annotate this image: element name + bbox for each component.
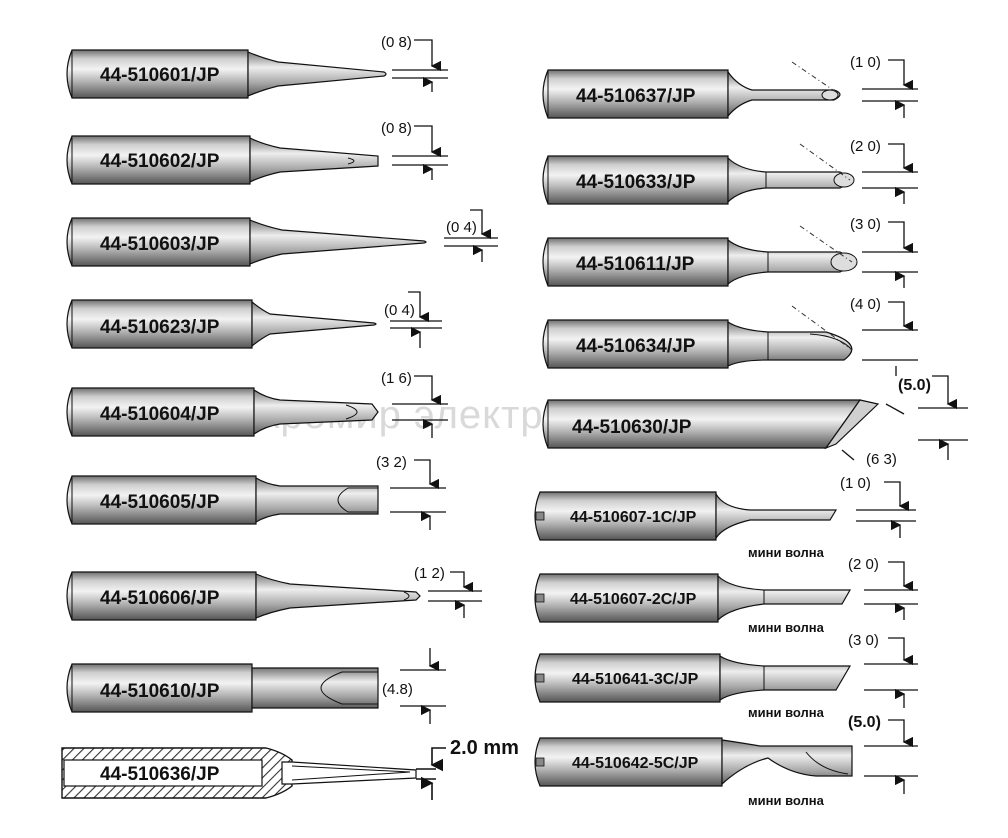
tip-part-number: 44-510636/JP [100, 764, 220, 785]
tip-part-number: 44-510623/JP [100, 317, 220, 338]
tip-part-number: 44-510604/JP [100, 404, 220, 425]
tip-part-number: 44-510642-5C/JP [572, 755, 699, 772]
tip-part-number: 44-510637/JP [576, 86, 696, 107]
tip-row: 44-510603/JP (0 4) [66, 209, 498, 267]
tip-dimension: (1 0) [840, 475, 871, 492]
tip-part-number: 44-510603/JP [100, 234, 220, 255]
tip-dimension: (3 0) [850, 216, 881, 233]
tip-dimension-secondary: (6 3) [866, 451, 897, 468]
tip-row: 44-510602/JP (0 8) [66, 120, 448, 185]
tip-row: 44-510607-1C/JP мини волна (1 0) [534, 475, 916, 560]
tip-dimension: (2 0) [850, 138, 881, 155]
tip-part-number: 44-510606/JP [100, 588, 220, 609]
tip-dimension: (5.0) [898, 377, 931, 394]
tip-part-number: 44-510605/JP [100, 492, 220, 513]
tip-dimension: (1 6) [381, 370, 412, 387]
tip-row: 44-510601/JP (0 8) [66, 34, 448, 99]
tip-row: 44-510633/JP (2 0) [542, 138, 918, 205]
tip-dimension: (0 8) [381, 34, 412, 51]
tip-note: мини волна [748, 545, 825, 560]
tip-part-number: 44-510610/JP [100, 681, 220, 702]
tip-dimension: (0 8) [381, 120, 412, 137]
tip-part-number: 44-510601/JP [100, 65, 220, 86]
tip-row: 44-510634/JP (4 0) [542, 296, 918, 369]
tip-row: 44-510607-2C/JP мини волна (2 0) [534, 556, 918, 635]
tip-row: 44-510637/JP (1 0) [542, 54, 918, 119]
tip-dimension: (0 4) [384, 302, 415, 319]
tip-row: 44-510641-3C/JP мини волна (3 0) [534, 632, 918, 720]
tip-row: 44-510610/JP (4.8) [66, 648, 446, 724]
tip-dimension: (5.0) [848, 714, 881, 731]
tip-row: 44-510604/JP (1 6) [66, 370, 448, 438]
tip-part-number: 44-510602/JP [100, 151, 220, 172]
tip-row: 44-510606/JP (1 2) [66, 565, 482, 621]
tip-dimension: (3 0) [848, 632, 879, 649]
tip-part-number: 44-510607-1C/JP [570, 509, 697, 526]
tip-note: мини волна [748, 793, 825, 808]
tip-note: мини волна [748, 705, 825, 720]
tip-dimension: (4.8) [382, 681, 413, 698]
tip-part-number: 44-510633/JP [576, 172, 696, 193]
tip-row: 44-510623/JP (0 4) [66, 291, 442, 349]
tip-dimension: (1 0) [850, 54, 881, 71]
tip-dimension: (0 4) [446, 219, 477, 236]
tip-note: мини волна [748, 620, 825, 635]
tip-dimension: (4 0) [850, 296, 881, 313]
tip-row: 44-510630/JP (5.0) (6 3) [542, 366, 968, 468]
tip-part-number: 44-510641-3C/JP [572, 671, 699, 688]
tip-part-number: 44-510634/JP [576, 336, 696, 357]
tip-row: 44-510642-5C/JP мини волна (5.0) [534, 714, 918, 808]
tip-part-number: 44-510607-2C/JP [570, 591, 697, 608]
tip-dimension: 2.0 mm [450, 737, 519, 759]
tip-part-number: 44-510630/JP [572, 417, 692, 438]
tip-dimension: (1 2) [414, 565, 445, 582]
tip-row: 44-510611/JP (3 0) [542, 216, 918, 288]
tip-row: 44-510605/JP (3 2) [66, 454, 446, 530]
tip-row: 44-510636/JP 2.0 mm [61, 737, 519, 800]
tip-dimension: (2 0) [848, 556, 879, 573]
tip-part-number: 44-510611/JP [576, 254, 695, 275]
tip-dimension: (3 2) [376, 454, 407, 471]
